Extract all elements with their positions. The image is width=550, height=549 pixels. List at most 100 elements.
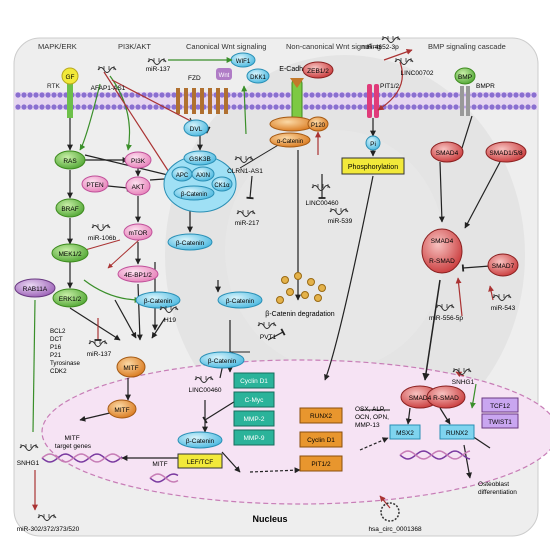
bcat-3-label: β-Catenin <box>186 438 215 445</box>
lipid-head <box>453 92 459 98</box>
lipid-head <box>261 92 267 98</box>
osteoblast-line-1: Osteoblast <box>478 481 509 488</box>
lipid-head <box>33 92 39 98</box>
snhg1-right-icon <box>452 368 472 375</box>
smad4-mid-label: SMAD4 <box>431 238 454 245</box>
erk-label: ERK1/2 <box>59 296 82 303</box>
lipid-head <box>489 104 495 110</box>
node-axin <box>191 166 215 182</box>
lipid-head <box>279 92 285 98</box>
linc00460-nuc-label: LINC00460 <box>189 387 222 394</box>
node-bcat-4: β-Catenin <box>135 291 181 309</box>
runx2-label: RUNX2 <box>310 413 332 420</box>
lipid-head <box>129 92 135 98</box>
lipid-head <box>195 92 201 98</box>
lipid-head <box>393 104 399 110</box>
bone-inner <box>225 130 445 370</box>
lipid-head <box>387 92 393 98</box>
dna-strand-lef <box>149 473 179 483</box>
lipid-head <box>345 92 351 98</box>
p120-label: P120 <box>311 123 326 129</box>
gf-label: GF <box>65 74 74 81</box>
node-pi: Pi <box>365 135 381 151</box>
box-lef-tcf: LEF/TCF <box>177 453 223 469</box>
node-bcat-membrane <box>269 116 315 132</box>
degradation-particle <box>318 284 326 292</box>
osteoblast-line-2: differentiation <box>478 489 517 496</box>
pi-label: Pi <box>370 141 376 148</box>
snhg1-left-label: SNHG1 <box>17 460 40 467</box>
svg-text:MITF target genes: MITF target genes <box>55 435 92 450</box>
mir539-label: miR-539 <box>328 218 353 225</box>
lipid-head <box>129 104 135 110</box>
mir539-icon <box>329 208 349 215</box>
apc-label: APC <box>176 173 189 179</box>
box-cyclin-d1-b: Cyclin D1 <box>299 431 343 448</box>
mir137-mid-icon <box>88 340 108 347</box>
lipid-head <box>405 92 411 98</box>
mitf-target-genes: MITF target genes <box>55 435 92 450</box>
lipid-head <box>531 104 537 110</box>
lipid-head <box>435 104 441 110</box>
dkk1-label: DKK1 <box>250 75 266 81</box>
smad4-top-label: SMAD4 <box>436 150 459 157</box>
lipid-head <box>267 104 273 110</box>
mir137-mid-label: miR-137 <box>87 351 112 358</box>
lipid-head <box>165 92 171 98</box>
osx-genes-line-3: MMP-13 <box>355 422 380 429</box>
pvt1-label: PVT1 <box>260 334 277 341</box>
mtor-label: mTOR <box>128 230 147 237</box>
lef-label: LEF/TCF <box>187 459 213 466</box>
mitf-target-item: CDK2 <box>50 368 67 375</box>
box-pit12: PIT1/2 <box>299 455 343 472</box>
lipid-head <box>405 104 411 110</box>
wif1-protein: WIF1 <box>230 52 256 68</box>
wif1-label: WIF1 <box>236 59 251 65</box>
lipid-head <box>219 92 225 98</box>
pten-label: PTEN <box>86 182 104 189</box>
node-braf: BRAF <box>55 198 85 218</box>
dna-strand-runx2 <box>399 450 471 460</box>
wnt-label: Wnt <box>219 73 230 79</box>
node-mitf-cyto: MITF <box>116 356 146 378</box>
cmyc-label: C-Myc <box>245 397 265 404</box>
cyclin-d1-label: Cyclin D1 <box>240 378 268 385</box>
linc00460-nuc-icon <box>194 376 214 383</box>
lipid-head <box>447 104 453 110</box>
mir5565-label: miR-556-5p <box>429 315 463 322</box>
lipid-head <box>135 104 141 110</box>
lipid-head <box>39 92 45 98</box>
lipid-head <box>441 92 447 98</box>
linc00702-icon <box>394 58 414 65</box>
lipid-head <box>33 104 39 110</box>
cyclin-d1-b-label: Cyclin D1 <box>307 437 335 444</box>
lipid-head <box>525 92 531 98</box>
snhg1-left-icon <box>19 444 39 451</box>
lipid-head <box>153 104 159 110</box>
rsmad-mid-label: R-SMAD <box>429 258 455 265</box>
dna-strand-mitf <box>41 453 123 463</box>
box-mmp9: MMP-9 <box>233 429 275 446</box>
lipid-head <box>123 92 129 98</box>
lipid-head <box>117 104 123 110</box>
afap1-icon <box>97 66 117 73</box>
lipid-head <box>411 92 417 98</box>
dkk1-protein: DKK1 <box>246 68 270 84</box>
lipid-head <box>333 92 339 98</box>
lipid-head <box>105 92 111 98</box>
linc00702-label: LINC00702 <box>401 70 434 77</box>
mmp2-label: MMP-2 <box>244 416 265 423</box>
lipid-head <box>327 92 333 98</box>
bcat-cyto-label: β-Catenin <box>176 240 205 247</box>
node-bcat-cyto: β-Catenin <box>167 233 213 251</box>
e-cadherin-label: E-Cadherin <box>279 66 315 73</box>
lipid-head <box>249 104 255 110</box>
lipid-head <box>471 104 477 110</box>
lipid-head <box>57 92 63 98</box>
runx2-b-label: RUNX2 <box>446 430 468 437</box>
mir4652-icon <box>381 36 401 43</box>
node-pi3k: PI3K <box>124 151 152 169</box>
pathway-bmp: BMP signaling cascade <box>428 42 506 51</box>
lipid-head <box>513 92 519 98</box>
lipid-head <box>345 104 351 110</box>
